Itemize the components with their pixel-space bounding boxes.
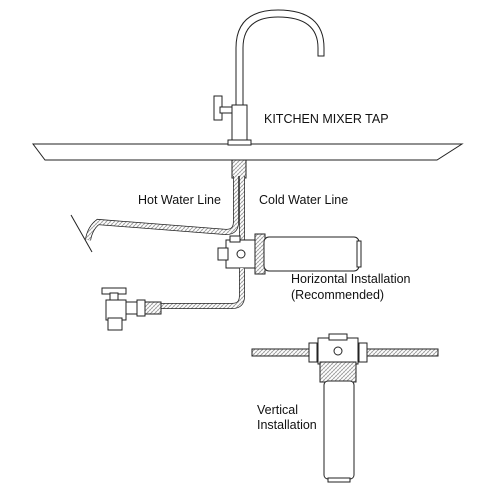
- installation-label: Installation: [257, 418, 317, 432]
- horizontal-filter: [217, 233, 362, 275]
- vertical-label: Vertical: [257, 403, 298, 417]
- countertop: [32, 143, 464, 161]
- kitchen-mixer-tap: [213, 9, 325, 179]
- filter-outlet-hose: [160, 268, 245, 309]
- angle-stop-valve: [101, 287, 162, 331]
- horizontal-installation-label: Horizontal Installation: [291, 272, 411, 286]
- cold-water-line-label: Cold Water Line: [259, 193, 349, 207]
- tap-label: KITCHEN MIXER TAP: [264, 112, 389, 126]
- vertical-filter: [308, 333, 368, 483]
- recommended-label: (Recommended): [291, 288, 385, 302]
- hot-water-hose: [70, 176, 239, 253]
- hot-water-line-label: Hot Water Line: [138, 193, 221, 207]
- hot-line-cut: [70, 214, 93, 253]
